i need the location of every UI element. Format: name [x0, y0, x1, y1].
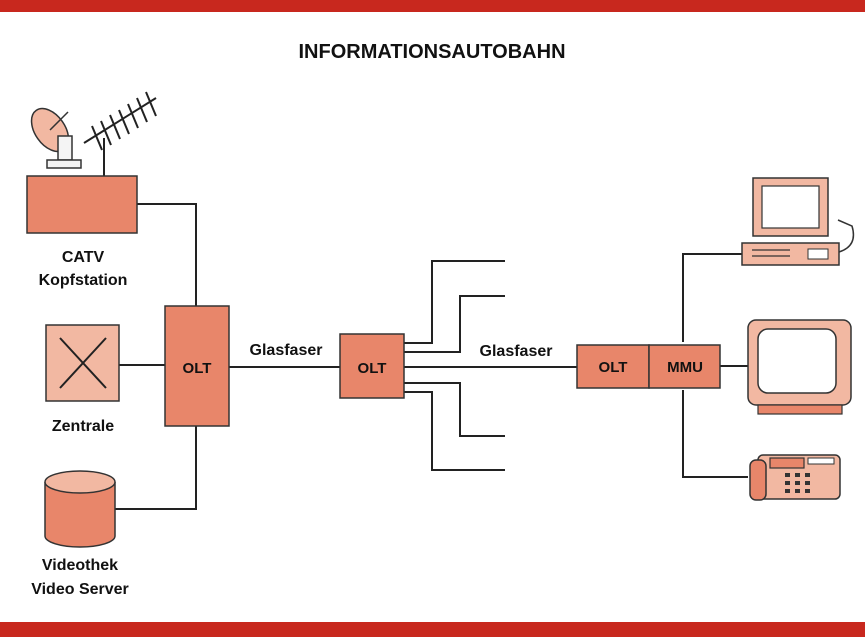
line-videothek-olt	[115, 426, 197, 510]
diagram-title: INFORMATIONSAUTOBAHN	[298, 41, 565, 63]
satellite-dish-icon	[30, 107, 82, 169]
line-mmu-computer	[682, 253, 748, 342]
top-border-bar	[0, 0, 865, 12]
zentrale-label: Zentrale	[52, 418, 114, 435]
line-branch-1	[404, 260, 505, 344]
fiber-label-1: Glasfaser	[250, 342, 323, 359]
catv-label-line2: Kopfstation	[39, 272, 128, 289]
fiber-label-2: Glasfaser	[480, 343, 553, 360]
crossbar-switch-icon	[45, 324, 120, 402]
catv-box	[26, 175, 138, 234]
line-catv-olt	[137, 203, 197, 306]
mmu-box	[648, 344, 721, 389]
olt-central-label: OLT	[183, 360, 212, 377]
database-cylinder-icon	[44, 470, 116, 548]
line-branch-5	[404, 391, 505, 471]
antenna-icon	[83, 91, 157, 176]
connection-lines	[115, 203, 748, 510]
olt-central-box	[164, 305, 230, 427]
videothek-label-line1: Videothek	[42, 557, 118, 574]
catv-label-line1: CATV	[62, 249, 105, 266]
olt-splitter-label: OLT	[358, 360, 387, 377]
line-branch-4	[404, 382, 505, 437]
desktop-computer-icon	[741, 177, 855, 266]
olt-splitter-box	[339, 333, 405, 399]
television-icon	[747, 319, 852, 415]
olt-home-label: OLT	[599, 359, 628, 376]
line-branch-2	[404, 295, 505, 353]
telephone-icon	[749, 454, 841, 501]
mmu-label: MMU	[667, 359, 703, 376]
videothek-label-line2: Video Server	[31, 581, 129, 598]
olt-home-box	[576, 344, 650, 389]
bottom-border-bar	[0, 622, 865, 637]
line-mmu-phone	[682, 390, 748, 478]
